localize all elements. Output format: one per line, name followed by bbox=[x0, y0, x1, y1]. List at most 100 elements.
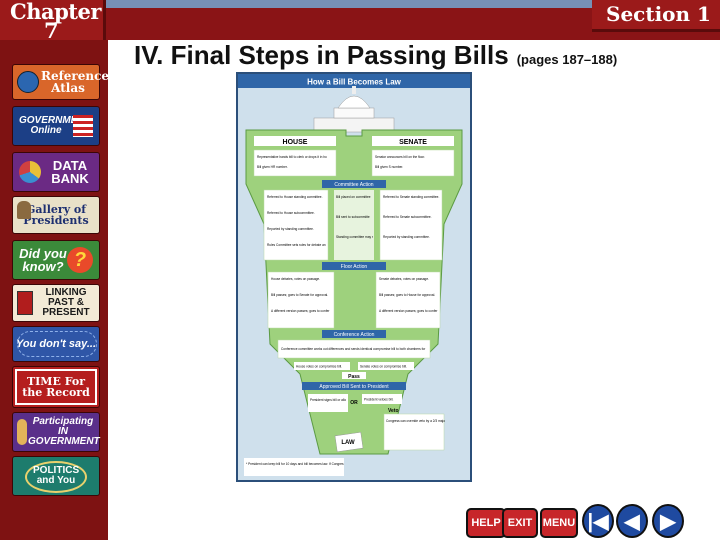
override-text: Congress can override veto by a 2/3 majo… bbox=[386, 419, 445, 423]
section-tab[interactable]: Section 1 bbox=[592, 0, 720, 32]
document-icon bbox=[17, 291, 33, 315]
senate-committee-box bbox=[379, 189, 443, 261]
sidebar-item-reference-atlas[interactable]: Reference Atlas bbox=[12, 64, 110, 100]
house-committee-step: Referred to House standing committee.Ref… bbox=[267, 195, 323, 199]
exit-button[interactable]: EXIT bbox=[502, 508, 538, 538]
diagram-title: How a Bill Becomes Law bbox=[307, 78, 402, 87]
help-button[interactable]: HELP bbox=[466, 508, 506, 538]
sidebar-item-label: POLITICS and You bbox=[33, 465, 80, 486]
globe-icon bbox=[17, 71, 39, 93]
committee-action-bar bbox=[322, 180, 386, 188]
senate-floor-step: Senate debates, votes on passage.Senate … bbox=[379, 277, 429, 281]
bill-diagram: How a Bill Becomes Law HOUSE SENATE Comm… bbox=[236, 72, 472, 482]
next-button[interactable]: ▶ bbox=[652, 504, 684, 538]
approved-label: Approved Bill Sent to President bbox=[319, 384, 389, 390]
menu-label: MENU bbox=[542, 517, 576, 529]
override-box bbox=[383, 413, 445, 451]
senate-step-text: Bill given S number.Bill given S number. bbox=[375, 165, 403, 169]
president-vetoes-text: President vetoes bill.President vetoes b… bbox=[364, 398, 394, 402]
arrow-left-icon: ◀ bbox=[624, 510, 640, 533]
house-committee-step: Rules Committee sets rules for debate an… bbox=[267, 243, 326, 247]
senate-committee-step: Referred to Senate standing committee.Re… bbox=[383, 195, 439, 199]
house-vote-box bbox=[294, 362, 350, 370]
senate-intro-box bbox=[371, 149, 455, 177]
house-vote-text: House votes on compromise bill.House vot… bbox=[296, 365, 342, 369]
house-committee-step: Referred to House subcommittee.Referred … bbox=[267, 211, 315, 215]
house-floor-box bbox=[267, 271, 335, 329]
sidebar-item-label: GOVERNMENT Online bbox=[19, 115, 91, 136]
people-icon bbox=[17, 419, 27, 445]
house-committee-step: Reported by standing committee.Reported … bbox=[267, 227, 314, 231]
sidebar-item-data-bank[interactable]: DATA BANK bbox=[12, 152, 100, 192]
sidebar: Reference Atlas GOVERNMENT Online DATA B… bbox=[0, 40, 110, 540]
committee-action-label: Committee Action bbox=[334, 182, 373, 188]
or-label: OR bbox=[350, 400, 358, 406]
sidebar-item-label: You don't say... bbox=[15, 337, 97, 350]
pass-label: Pass bbox=[348, 374, 360, 380]
president-signs-box bbox=[308, 394, 348, 412]
house-label: HOUSE bbox=[283, 139, 308, 146]
chapter-word: Chapter bbox=[10, 0, 101, 24]
conference-box bbox=[277, 339, 431, 359]
flag-icon bbox=[73, 115, 93, 137]
house-step-text: Representative hands bill to clerk or dr… bbox=[257, 155, 327, 159]
senate-committee-step: Referred to Senate subcommittee.Referred… bbox=[383, 215, 432, 219]
sidebar-item-participating-in-government[interactable]: Participating IN GOVERNMENT bbox=[12, 412, 100, 452]
senate-committee-step: Reported by standing committee.Reported … bbox=[383, 235, 430, 239]
senate-vote-box bbox=[358, 362, 414, 370]
footnote-box bbox=[244, 458, 344, 476]
capitol-icon bbox=[313, 86, 395, 133]
pass-box bbox=[342, 372, 366, 379]
back-to-start-button[interactable]: |◀ bbox=[582, 504, 614, 538]
skip-back-icon: |◀ bbox=[587, 510, 609, 533]
house-step-text: Bill given HR number.Bill given HR numbe… bbox=[257, 165, 288, 169]
portrait-icon bbox=[17, 201, 31, 219]
approved-bar bbox=[302, 382, 406, 390]
chapter-badge[interactable]: Chapter 7 bbox=[0, 0, 106, 44]
page-title-main: IV. Final Steps in Passing Bills bbox=[134, 40, 509, 70]
president-vetoes-box bbox=[362, 394, 402, 404]
question-icon: ? bbox=[67, 247, 93, 273]
magazine-icon bbox=[15, 369, 97, 405]
law-label: LAW bbox=[341, 440, 355, 446]
sidebar-item-linking-past-present[interactable]: LINKING PAST & PRESENT bbox=[12, 284, 100, 322]
exit-label: EXIT bbox=[507, 517, 533, 529]
sidebar-item-label: DATA BANK bbox=[51, 158, 89, 186]
section-label: Section 1 bbox=[606, 2, 711, 26]
conference-action-bar bbox=[322, 330, 386, 338]
house-intro-box bbox=[253, 149, 337, 177]
star-icon bbox=[25, 461, 87, 493]
arrow-right-icon: ▶ bbox=[660, 510, 676, 533]
middle-note-text: Standing committee may rStanding committ… bbox=[336, 235, 374, 239]
law-scroll bbox=[334, 431, 364, 453]
senate-label: SENATE bbox=[399, 139, 427, 146]
floor-action-bar bbox=[322, 262, 386, 270]
floor-action-label: Floor Action bbox=[341, 264, 368, 270]
sidebar-item-label: Gallery of Presidents bbox=[23, 203, 89, 227]
chapter-number: 7 bbox=[44, 18, 59, 43]
senate-step-text: Senator announces bill on the floor.Sena… bbox=[375, 155, 425, 159]
sidebar-item-gallery-of-presidents[interactable]: Gallery of Presidents bbox=[12, 196, 100, 234]
menu-button[interactable]: MENU bbox=[540, 508, 578, 538]
middle-notes-box bbox=[334, 190, 374, 260]
sidebar-item-you-dont-say[interactable]: You don't say... bbox=[12, 326, 100, 362]
sidebar-item-government-online[interactable]: GOVERNMENT Online bbox=[12, 106, 100, 146]
help-label: HELP bbox=[471, 517, 501, 529]
senate-header bbox=[372, 136, 454, 146]
sidebar-item-time-for-the-record[interactable]: TIME For the Record bbox=[12, 366, 100, 408]
sidebar-item-did-you-know[interactable]: Did you know? ? bbox=[12, 240, 100, 280]
conference-text: Conference committee works out differenc… bbox=[281, 347, 426, 351]
senate-floor-step: A different version passes; goes to conf… bbox=[379, 309, 438, 313]
page-title: IV. Final Steps in Passing Bills (pages 1… bbox=[134, 40, 617, 71]
page-range: (pages 187–188) bbox=[516, 52, 618, 67]
diagram-title-bar bbox=[238, 74, 470, 88]
previous-button[interactable]: ◀ bbox=[616, 504, 648, 538]
sidebar-item-label: Reference Atlas bbox=[41, 69, 110, 95]
sidebar-item-politics-and-you[interactable]: POLITICS and You bbox=[12, 456, 100, 496]
bill-diagram-svg: How a Bill Becomes Law HOUSE SENATE Comm… bbox=[238, 74, 470, 476]
senate-vote-text: Senate votes on compromise bill.Senate v… bbox=[360, 365, 407, 369]
pie-chart-icon bbox=[19, 161, 41, 183]
